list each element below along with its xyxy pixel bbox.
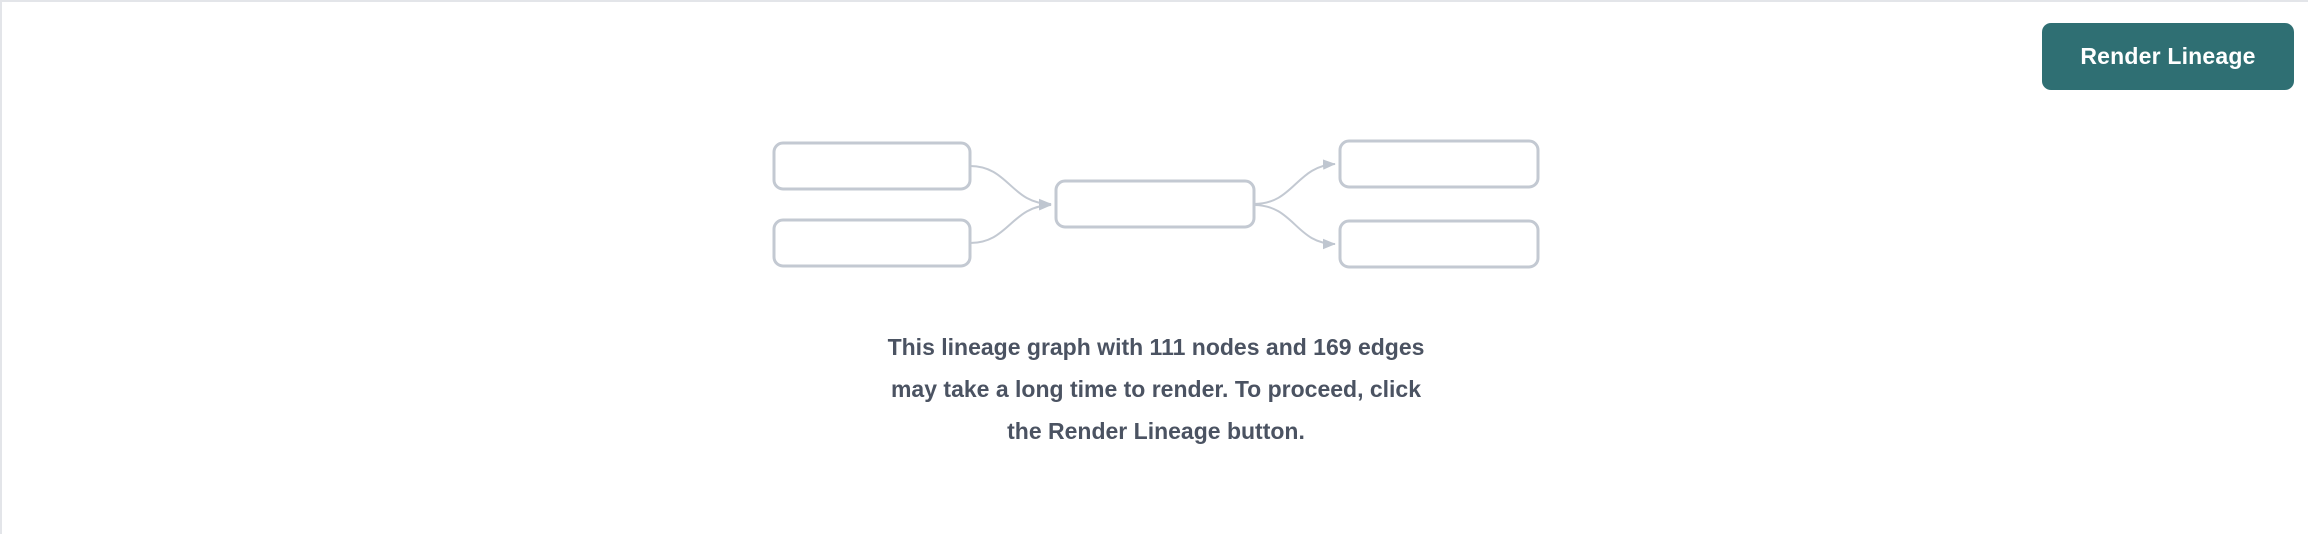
lineage-edge-upstream2-focus [969, 200, 1052, 244]
lineage-node-upstream-1 [772, 141, 972, 191]
lineage-edge-upstream1-focus [969, 165, 1052, 210]
lineage-placeholder-graph [761, 122, 1551, 282]
lineage-toolbar: Render Lineage [2, 2, 2308, 112]
lineage-edge-focus-downstream1 [1253, 159, 1336, 205]
lineage-node-downstream-1 [1338, 139, 1540, 189]
lineage-node-upstream-2 [772, 218, 972, 268]
lineage-placeholder-svg [772, 139, 1540, 269]
lineage-nodes [772, 139, 1540, 269]
lineage-node-downstream-2 [1338, 219, 1540, 269]
render-lineage-button[interactable]: Render Lineage [2042, 23, 2294, 90]
lineage-edges [969, 159, 1336, 250]
lineage-empty-state-message: This lineage graph with 111 nodes and 16… [887, 334, 1425, 444]
lineage-edge-focus-downstream2 [1253, 204, 1336, 250]
lineage-node-focus [1054, 179, 1256, 229]
lineage-empty-state: This lineage graph with 111 nodes and 16… [2, 122, 2308, 452]
